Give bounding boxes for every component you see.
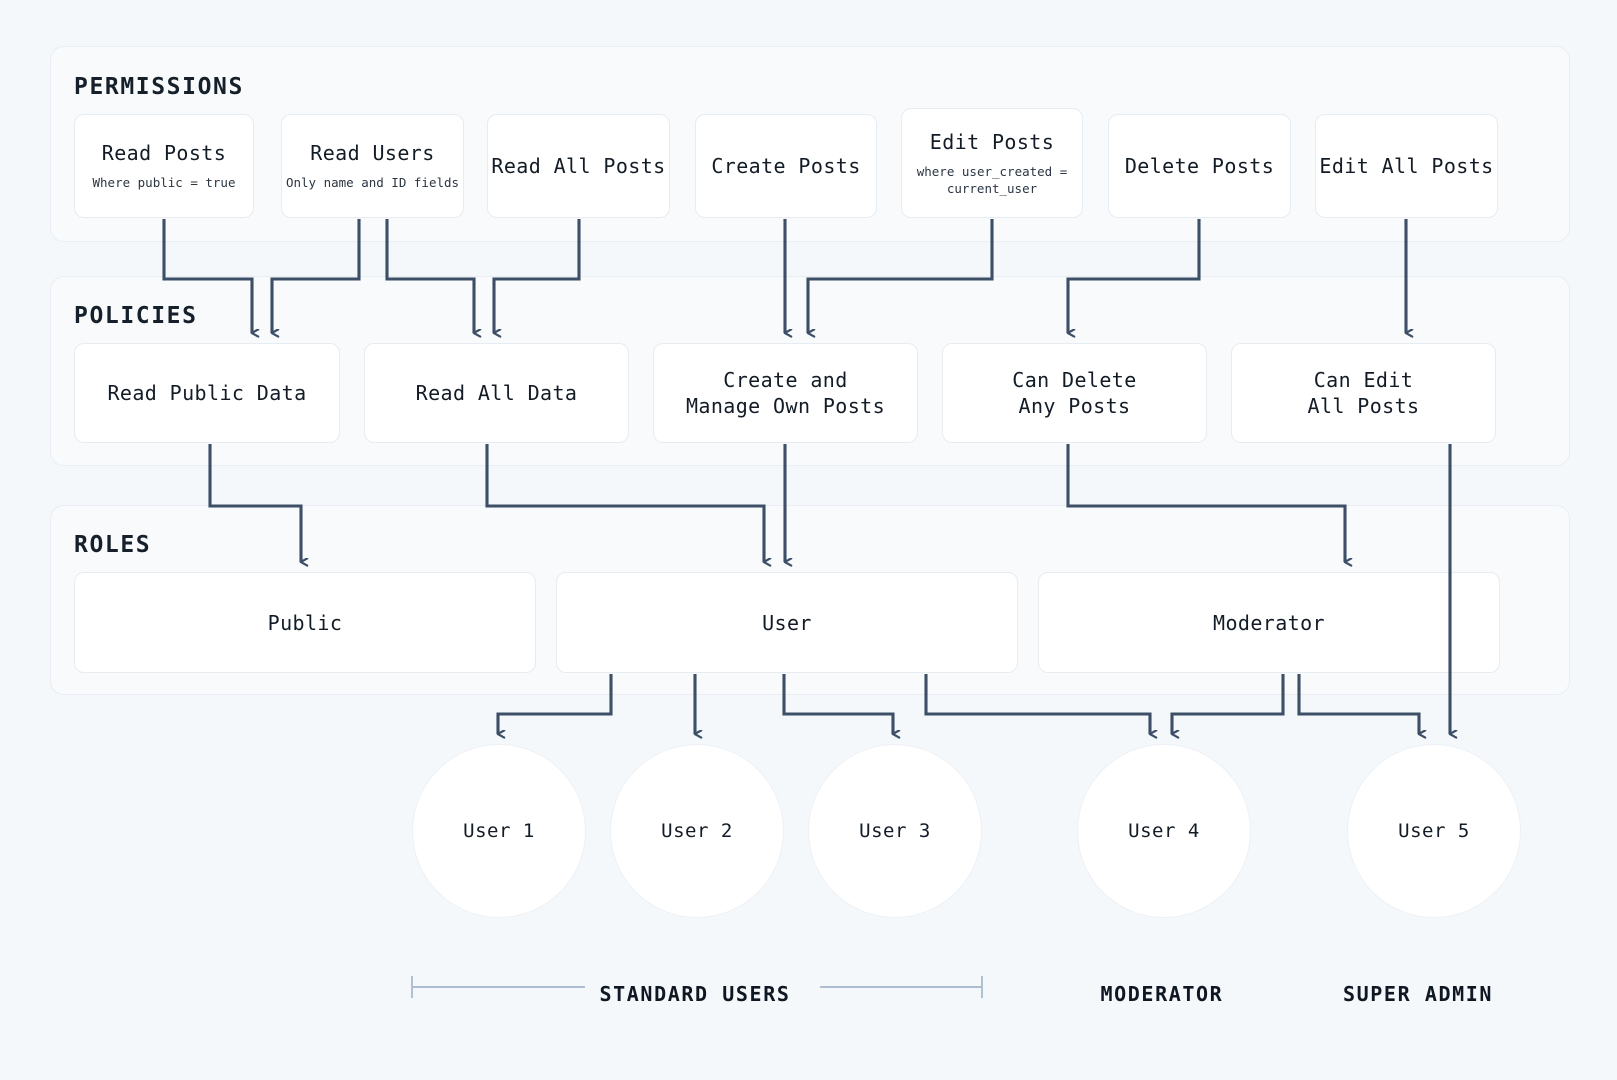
permissions-section-title: PERMISSIONS <box>74 74 244 100</box>
role-title: User <box>762 610 812 635</box>
role-title: Public <box>267 610 343 635</box>
permission-card-read-all-posts[interactable]: Read All Posts <box>487 114 670 218</box>
user-label: User 4 <box>1128 820 1200 842</box>
policy-card-can-edit-all-posts[interactable]: Can Edit All Posts <box>1231 343 1496 443</box>
bracket-standard-users-left <box>411 976 585 998</box>
permission-title: Read Posts <box>101 141 227 166</box>
policy-card-read-all-data[interactable]: Read All Data <box>364 343 629 443</box>
policy-title: Can Delete Any Posts <box>1012 368 1137 418</box>
group-label-super-admin: SUPER ADMIN <box>1343 982 1494 1006</box>
role-title: Moderator <box>1213 610 1325 635</box>
permission-subtitle: Where public = true <box>92 175 236 191</box>
policies-section-title: POLICIES <box>74 303 198 329</box>
user-label: User 2 <box>661 820 733 842</box>
permission-card-read-users[interactable]: Read Users Only name and ID fields <box>281 114 464 218</box>
group-label-standard-users: STANDARD USERS <box>599 982 791 1006</box>
policy-card-can-delete-any-posts[interactable]: Can Delete Any Posts <box>942 343 1207 443</box>
policy-title: Can Edit All Posts <box>1307 368 1420 418</box>
permission-card-edit-posts[interactable]: Edit Posts where user_created = current_… <box>901 108 1083 218</box>
group-label-moderator: MODERATOR <box>1100 982 1224 1006</box>
permission-title: Create Posts <box>711 154 861 178</box>
role-card-moderator[interactable]: Moderator <box>1038 572 1500 673</box>
permission-title: Read All Posts <box>491 154 666 178</box>
permission-card-delete-posts[interactable]: Delete Posts <box>1108 114 1291 218</box>
policy-title: Read All Data <box>415 381 578 405</box>
roles-section-title: ROLES <box>74 532 152 558</box>
permission-card-create-posts[interactable]: Create Posts <box>695 114 877 218</box>
user-node-2[interactable]: User 2 <box>610 744 784 918</box>
role-card-public[interactable]: Public <box>74 572 536 673</box>
user-node-4[interactable]: User 4 <box>1077 744 1251 918</box>
policy-card-read-public-data[interactable]: Read Public Data <box>74 343 340 443</box>
permission-subtitle: where user_created = current_user <box>916 163 1068 196</box>
user-node-5[interactable]: User 5 <box>1347 744 1521 918</box>
user-label: User 5 <box>1398 820 1470 842</box>
permission-card-edit-all-posts[interactable]: Edit All Posts <box>1315 114 1498 218</box>
permission-card-read-posts[interactable]: Read Posts Where public = true <box>74 114 254 218</box>
permission-title: Edit Posts <box>929 129 1055 154</box>
user-node-3[interactable]: User 3 <box>808 744 982 918</box>
permission-subtitle: Only name and ID fields <box>285 175 460 191</box>
permission-title: Read Users <box>310 141 435 166</box>
user-label: User 3 <box>859 820 931 842</box>
user-node-1[interactable]: User 1 <box>412 744 586 918</box>
policy-title: Create and Manage Own Posts <box>685 368 886 418</box>
policy-card-create-manage-own-posts[interactable]: Create and Manage Own Posts <box>653 343 918 443</box>
user-label: User 1 <box>463 820 535 842</box>
bracket-standard-users-right <box>820 976 983 998</box>
role-card-user[interactable]: User <box>556 572 1018 673</box>
policy-title: Read Public Data <box>107 381 307 405</box>
permission-title: Edit All Posts <box>1319 154 1494 178</box>
permission-title: Delete Posts <box>1124 154 1275 178</box>
